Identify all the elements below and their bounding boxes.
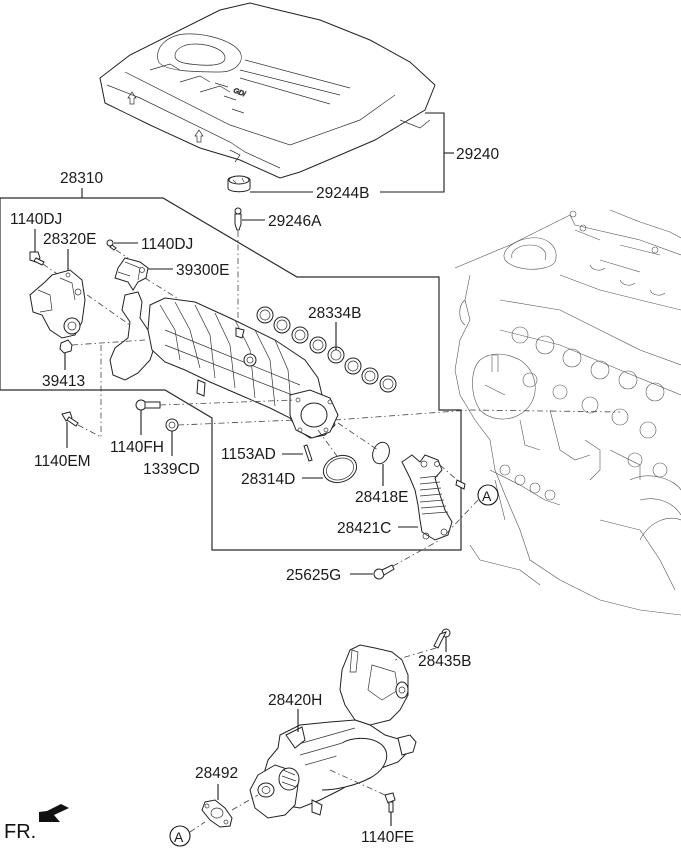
stud-29246A <box>234 207 242 231</box>
callout-1140DJ-left: 1140DJ <box>10 211 62 228</box>
assembly-line-1140FE <box>329 769 386 796</box>
callout-28420H: 28420H <box>268 692 322 709</box>
reference-marker-a-upper: A <box>477 484 499 506</box>
assembly-line-gasket <box>317 429 338 457</box>
gasket-28334B <box>256 306 397 393</box>
bolt-1140FE <box>384 792 396 813</box>
bolt-28435B <box>433 628 451 649</box>
svg-text:A: A <box>482 488 492 504</box>
assembly-line-25625G <box>392 539 441 567</box>
callout-39300E: 39300E <box>176 262 229 279</box>
callout-28320E: 28320E <box>43 231 96 248</box>
bolt-1140DJ-left <box>29 251 45 266</box>
bolt-1140EM <box>61 411 79 427</box>
pin-1153AD <box>303 444 313 462</box>
svg-text:A: A <box>174 829 184 845</box>
plug-39413 <box>59 339 73 354</box>
callout-28421C: 28421C <box>337 520 391 537</box>
callout-1140FE: 1140FE <box>361 829 414 846</box>
gasket-28492 <box>201 799 233 828</box>
callout-1140EM: 1140EM <box>34 453 91 470</box>
assembly-line-1339CD <box>177 419 296 426</box>
assembly-line-manifold-engine <box>334 409 621 421</box>
callout-39413: 39413 <box>42 373 85 390</box>
bolt-1140FH <box>135 399 161 411</box>
assembly-line-ref-a-lower <box>189 821 206 833</box>
callout-28334B: 28334B <box>308 305 361 322</box>
callout-29244B: 29244B <box>316 185 369 202</box>
assembly-line-1140DJ-left <box>42 263 141 333</box>
callout-28314D: 28314D <box>241 471 295 488</box>
actuator-28320E <box>29 269 86 339</box>
front-arrow-icon <box>39 804 69 822</box>
assembly-line-28492 <box>231 794 259 811</box>
front-direction-label: FR. <box>4 821 36 843</box>
assembly-line-1140DJ-right <box>115 249 129 259</box>
assembly-line-pipe-bolt <box>439 464 458 481</box>
callout-29246A: 29246A <box>268 213 322 230</box>
engine-cover-29240: GDi <box>99 2 436 179</box>
grommet-29244B <box>227 175 251 193</box>
callout-25625G: 25625G <box>286 567 341 584</box>
assembly-line-39413 <box>71 339 146 346</box>
gasket-28418E <box>372 441 390 465</box>
assembly-line-sensor <box>144 277 181 301</box>
bolt-25625G <box>373 564 395 580</box>
callout-29240: 29240 <box>456 146 499 163</box>
callout-1339CD: 1339CD <box>143 461 200 478</box>
callout-28492: 28492 <box>195 765 238 782</box>
intake-manifold <box>109 291 339 439</box>
nut-1339CD <box>165 418 179 432</box>
callout-1140FH: 1140FH <box>110 439 164 456</box>
callout-28435B: 28435B <box>418 653 471 670</box>
reference-marker-a-lower: A <box>169 825 191 847</box>
callout-1153AD: 1153AD <box>221 446 276 463</box>
assembly-frame-left <box>0 198 462 551</box>
assembly-line-28418E <box>337 422 379 451</box>
assembly-line-1140EM <box>77 424 102 438</box>
assembly-frame-28310 <box>0 197 462 432</box>
bolt-1140DJ-right <box>106 239 117 251</box>
engine-block-illustration <box>454 209 681 616</box>
callout-1140DJ-right: 1140DJ <box>141 236 193 253</box>
bolt-pipe-flange <box>455 479 466 490</box>
callout-28310: 28310 <box>60 170 103 187</box>
egr-pipe-28421C <box>401 454 453 541</box>
egr-cooler-28420H <box>249 644 417 819</box>
engine-cover-emblem: GDi <box>232 87 246 98</box>
assembly-line-1140FH <box>159 399 296 406</box>
gasket-ring-28314D <box>322 454 358 484</box>
callout-28418E: 28418E <box>355 489 408 506</box>
map-sensor-39300E <box>114 257 149 291</box>
